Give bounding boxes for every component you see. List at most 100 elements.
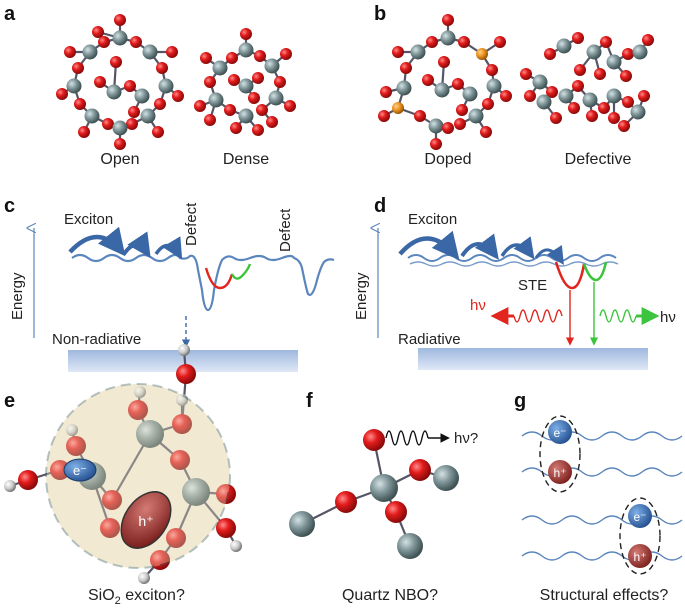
- wave-g1: [521, 431, 683, 441]
- green-photon-wave: [599, 309, 637, 323]
- ste-label: STE: [518, 277, 547, 294]
- green-well-c: [230, 263, 252, 280]
- silicon-atom: [468, 108, 484, 124]
- hv-question-label: hν?: [454, 430, 478, 447]
- oxygen-atom: [600, 36, 612, 48]
- oxygen-atom: [256, 104, 268, 116]
- band-d: [418, 348, 648, 370]
- hole-label-g2: h⁺: [633, 550, 646, 564]
- silicon-atom: [84, 108, 100, 124]
- oxygen-atom: [166, 528, 186, 548]
- oxygen-atom: [78, 126, 90, 138]
- pair-outline-g1: [539, 415, 581, 493]
- oxygen-atom: [568, 102, 580, 114]
- oxygen-atom: [572, 32, 584, 44]
- silicon-atom: [136, 420, 164, 448]
- oxygen-atom: [98, 36, 110, 48]
- oxygen-atom: [409, 459, 431, 481]
- exciton-label-c: Exciton: [64, 211, 113, 228]
- silicon-atom: [82, 44, 98, 60]
- oxygen-atom: [50, 460, 70, 480]
- defect-label-2: Defect: [277, 208, 294, 252]
- red-photon-wave: [513, 309, 563, 323]
- oxygen-atom: [642, 34, 654, 46]
- oxygen-atom: [114, 138, 126, 150]
- oxygen-atom: [156, 62, 168, 74]
- hop-arrow-d1: [398, 230, 460, 261]
- oxygen-atom: [72, 62, 84, 74]
- silicon-atom: [410, 44, 426, 60]
- oxygen-atom: [638, 90, 650, 102]
- silicon-atom: [630, 104, 646, 120]
- oxygen-atom: [126, 118, 138, 130]
- oxygen-atom: [102, 118, 114, 130]
- panel-label-f: f: [306, 390, 313, 412]
- oxygen-atom: [266, 116, 278, 128]
- oxygen-atom: [204, 114, 216, 126]
- oxygen-atom: [452, 78, 464, 90]
- oxygen-atom: [430, 138, 442, 150]
- silicon-atom: [586, 44, 602, 60]
- oxygen-atom: [378, 110, 390, 122]
- band-c: [68, 350, 298, 372]
- electron-label-g2: e⁻: [633, 510, 646, 524]
- oxygen-atom: [442, 14, 454, 26]
- oxygen-atom: [594, 68, 606, 80]
- oxygen-atom: [170, 450, 190, 470]
- silicon-atom: [556, 38, 572, 54]
- oxygen-atom: [252, 124, 264, 136]
- silicon-atom: [140, 108, 156, 124]
- panel-e: e⁻ h⁺ SiO2 exciton?: [4, 344, 242, 607]
- silicon-atom: [532, 74, 548, 90]
- oxygen-atom: [426, 36, 438, 48]
- oxygen-atom: [586, 110, 598, 122]
- wave-g2: [521, 467, 683, 477]
- silicon-atom: [536, 94, 552, 110]
- silicon-atom: [208, 92, 224, 108]
- oxygen-atom: [500, 90, 512, 102]
- oxygen-atom: [608, 112, 620, 124]
- oxygen-atom: [252, 72, 264, 84]
- silicon-atom: [264, 58, 280, 74]
- oxygen-atom: [274, 76, 286, 88]
- silicon-atom: [582, 92, 598, 108]
- electron-g1: [548, 420, 572, 444]
- oxygen-atom: [166, 46, 178, 58]
- hole-g1: [548, 460, 572, 484]
- hydrogen-atom: [176, 394, 188, 406]
- oxygen-atom: [380, 86, 392, 98]
- hole-e: [120, 491, 172, 549]
- oxygen-atom: [176, 364, 196, 384]
- nonradiative-label: Non-radiative: [52, 331, 141, 348]
- hydrogen-atom: [178, 344, 190, 356]
- oxygen-atom: [130, 36, 142, 48]
- silicon-atom: [112, 30, 128, 46]
- caption-structural: Structural effects?: [540, 587, 669, 604]
- panel-label-a: a: [4, 3, 16, 25]
- oxygen-atom: [546, 86, 558, 98]
- exciton-boundary: [45, 383, 231, 569]
- oxygen-atom: [230, 122, 242, 134]
- panel-f: hν? Quartz NBO?: [289, 429, 478, 604]
- oxygen-atom: [458, 36, 470, 48]
- oxygen-atom: [56, 88, 68, 100]
- oxygen-atom: [280, 48, 292, 60]
- oxygen-atom: [114, 14, 126, 26]
- hop-arrow-c2: [122, 231, 151, 258]
- defective-network-molecule: [520, 32, 654, 132]
- oxygen-atom: [574, 64, 586, 76]
- panel-label-d: d: [374, 195, 386, 217]
- silicon-atom: [106, 84, 122, 100]
- hydrogen-atom: [4, 480, 16, 492]
- radiative-label: Radiative: [398, 331, 461, 348]
- oxygen-atom: [154, 98, 166, 110]
- oxygen-atom: [335, 491, 357, 513]
- oxygen-atom: [74, 98, 86, 110]
- silicon-atom: [112, 120, 128, 136]
- hv-right-label: hν: [660, 309, 676, 326]
- hop-arrow-c3: [154, 236, 183, 260]
- silicon-atom: [396, 80, 412, 96]
- hop-arrow-c1: [68, 226, 126, 257]
- hydrogen-atom: [66, 424, 78, 436]
